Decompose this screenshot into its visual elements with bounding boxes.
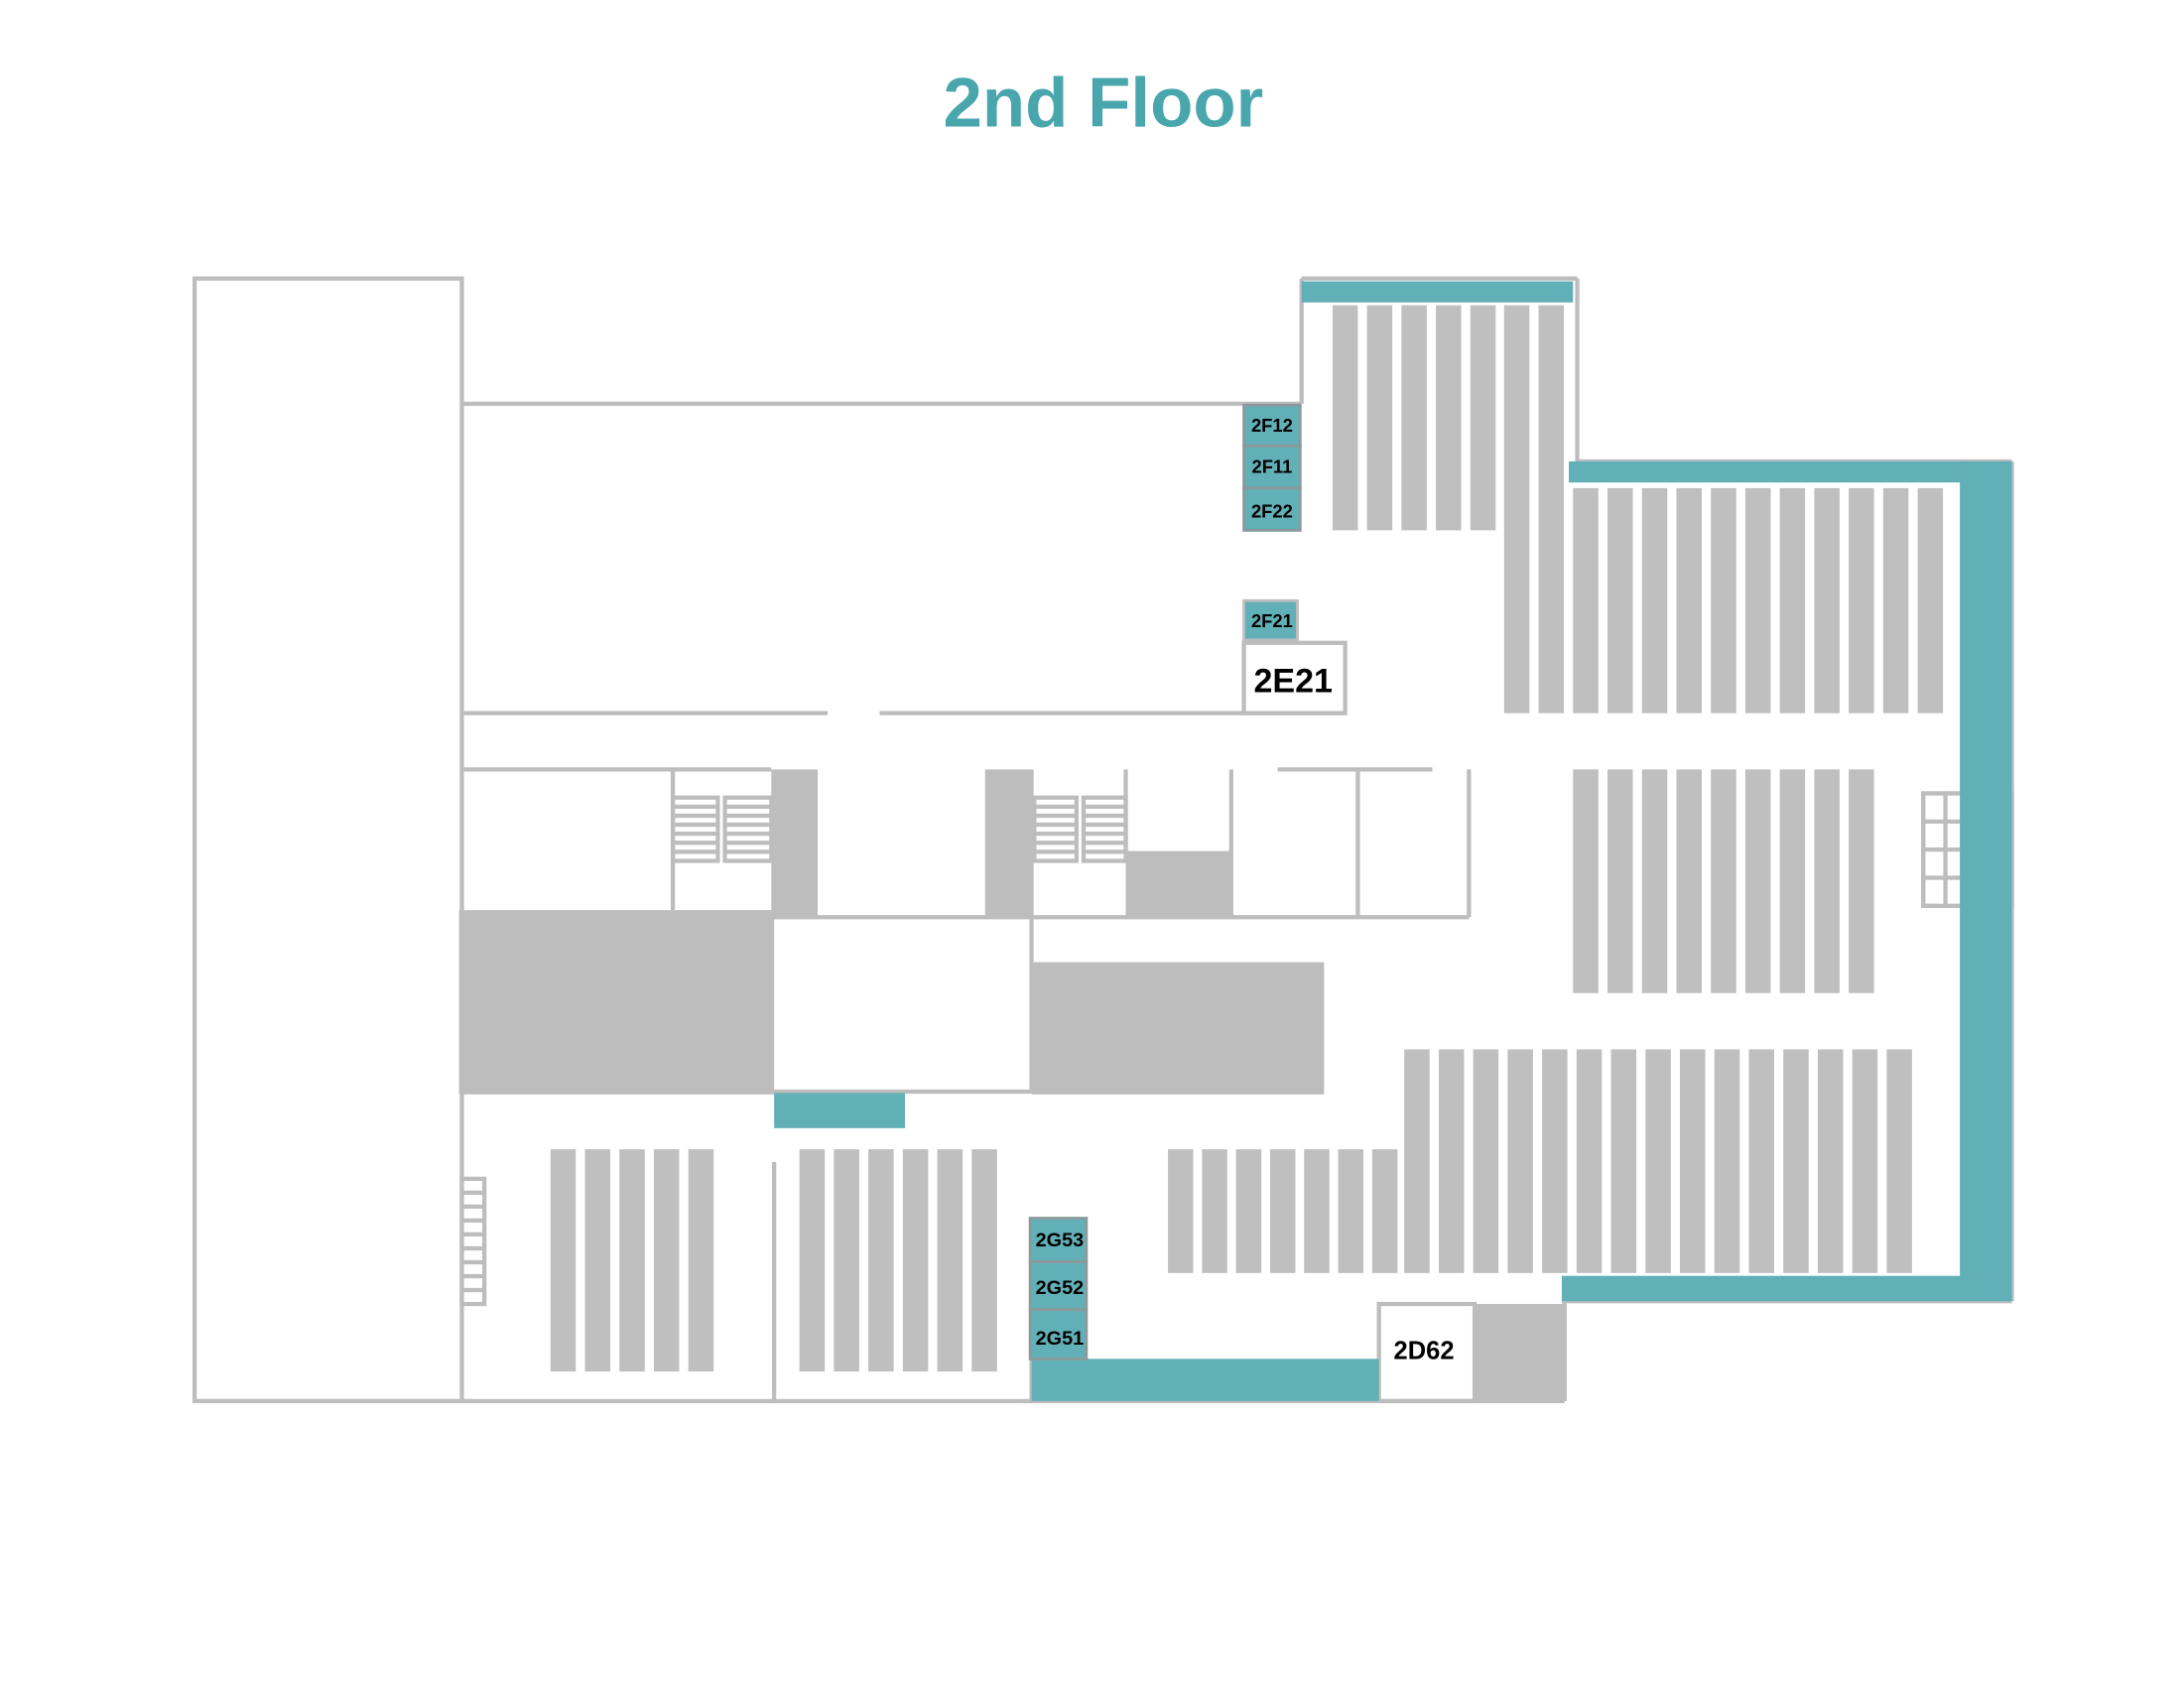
shelf	[1507, 1049, 1533, 1273]
room-2F21[interactable]: 2F21	[1242, 598, 1299, 642]
shelf	[868, 1149, 894, 1372]
room-label: 2G52	[1036, 1277, 1085, 1299]
shelf	[1473, 1049, 1499, 1273]
shelf	[971, 1149, 997, 1372]
shelf	[1269, 1149, 1296, 1273]
shelf	[902, 1149, 929, 1372]
shelf	[1641, 487, 1668, 714]
shelf	[1680, 1049, 1706, 1273]
room-2D62[interactable]: 2D62	[1394, 1337, 1455, 1364]
shelf	[1849, 769, 1874, 993]
shelf	[1645, 1049, 1671, 1273]
shelving	[550, 305, 1944, 1372]
shelf	[799, 1149, 826, 1372]
shelf	[1470, 305, 1496, 531]
room-2F11[interactable]: 2F11	[1242, 444, 1302, 490]
shelf	[1711, 769, 1736, 993]
room-label: 2F22	[1251, 501, 1293, 522]
structural-blocks	[458, 769, 1565, 1401]
shelf	[1714, 1049, 1740, 1273]
room-label: 2F12	[1251, 415, 1293, 436]
shelf	[1676, 487, 1702, 714]
shelf	[550, 1149, 577, 1372]
shelf	[1748, 1049, 1774, 1273]
shelf	[1168, 1149, 1194, 1273]
shelf	[1849, 487, 1874, 714]
shelf	[1503, 305, 1530, 714]
shelf	[1304, 1149, 1330, 1273]
room-2G53[interactable]: 2G53	[1028, 1217, 1089, 1263]
room-label: 2G53	[1036, 1230, 1085, 1251]
shelf	[1783, 1049, 1809, 1273]
room-2F12[interactable]: 2F12	[1242, 403, 1302, 448]
room-label: 2F11	[1251, 455, 1292, 476]
room-2F22[interactable]: 2F22	[1242, 486, 1302, 532]
shelf	[1607, 487, 1633, 714]
shelf	[1332, 305, 1358, 531]
shelf	[1573, 769, 1599, 993]
room-label: 2E21	[1253, 662, 1332, 700]
shelf	[1607, 769, 1633, 993]
room-2G51[interactable]: 2G51	[1028, 1308, 1089, 1361]
shelf	[1817, 1049, 1844, 1273]
shelf	[1366, 305, 1393, 531]
shelf	[1779, 487, 1806, 714]
shelf	[937, 1149, 964, 1372]
shelf	[1814, 487, 1840, 714]
shelf	[1542, 1049, 1568, 1273]
shelf	[584, 1149, 611, 1372]
shelf	[1371, 1149, 1398, 1273]
shelf	[1744, 769, 1771, 993]
room-label: 2F21	[1251, 610, 1293, 631]
shelf	[1882, 487, 1909, 714]
shelf	[653, 1149, 680, 1372]
shelf	[1338, 1149, 1364, 1273]
shelf	[1538, 305, 1565, 714]
highlighted-zones	[774, 281, 2012, 1401]
room-label: 2G51	[1036, 1328, 1085, 1350]
shelf	[1235, 1149, 1262, 1273]
shelf	[1576, 1049, 1603, 1273]
shelf	[1202, 1149, 1227, 1273]
shelf	[619, 1149, 645, 1372]
shelf	[1573, 487, 1599, 714]
page-title: 2nd Floor	[943, 65, 1263, 143]
shelf	[1438, 1049, 1465, 1273]
room-2E21[interactable]: 2E21	[1253, 662, 1332, 700]
shelf	[834, 1149, 859, 1372]
shelf	[1641, 769, 1668, 993]
shelf	[1917, 487, 1944, 714]
shelf	[1436, 305, 1462, 531]
room-label: 2D62	[1394, 1337, 1455, 1364]
shelf	[1401, 305, 1427, 531]
shelf	[688, 1149, 714, 1372]
shelf	[1744, 487, 1771, 714]
shelf	[1852, 1049, 1878, 1273]
shelf	[1814, 769, 1840, 993]
shelf	[1779, 769, 1806, 993]
shelf	[1711, 487, 1736, 714]
shelf	[1676, 769, 1702, 993]
shelf	[1610, 1049, 1637, 1273]
room-2G52[interactable]: 2G52	[1028, 1260, 1089, 1312]
shelf	[1886, 1049, 1912, 1273]
shelf	[1404, 1049, 1430, 1273]
